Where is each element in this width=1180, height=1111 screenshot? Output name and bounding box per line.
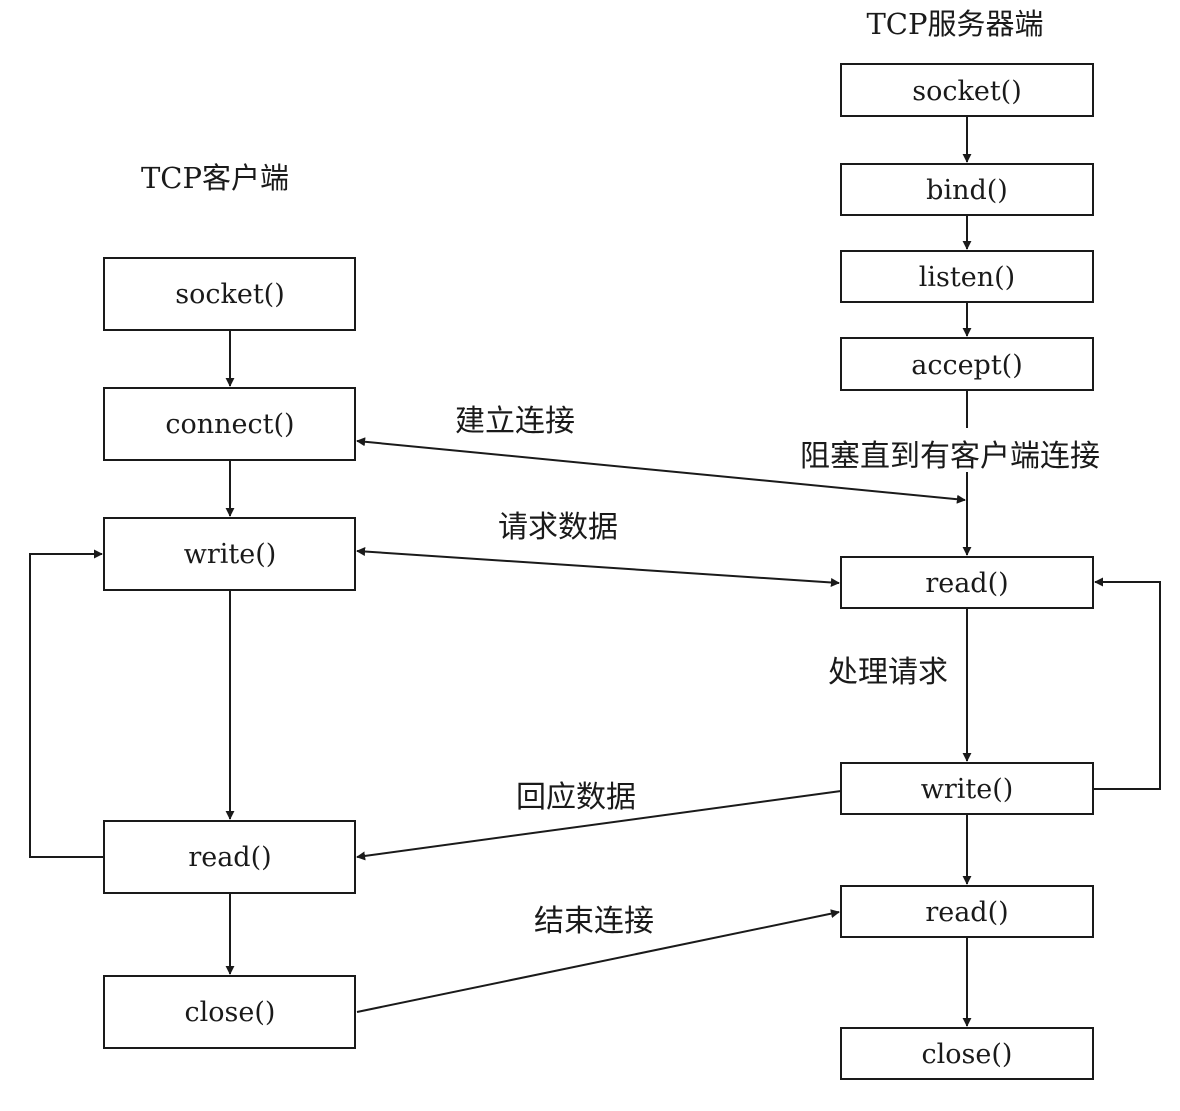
server-close-box: close() (840, 1027, 1094, 1080)
annotation-block: 阻塞直到有客户端连接 (800, 439, 1100, 474)
server-listen-box: listen() (840, 250, 1094, 303)
annotation-end: 结束连接 (534, 904, 654, 939)
client-connect-box: connect() (103, 387, 356, 461)
arrow-request-data (356, 547, 840, 587)
server-read-box: read() (840, 556, 1094, 609)
server-read2-box: read() (840, 885, 1094, 938)
server-bind-box: bind() (840, 163, 1094, 216)
client-write-box: write() (103, 517, 356, 591)
client-close-label: close() (185, 997, 276, 1028)
server-accept-box: accept() (840, 337, 1094, 391)
server-socket-label: socket() (912, 76, 1022, 107)
client-read-box: read() (103, 820, 356, 894)
client-socket-label: socket() (175, 279, 285, 310)
server-bind-label: bind() (926, 175, 1008, 206)
arrow-end-connection (356, 909, 840, 1013)
annotation-reply: 回应数据 (516, 780, 636, 815)
arrow-server-loop (1093, 577, 1161, 790)
server-listen-label: listen() (919, 262, 1015, 293)
server-write-box: write() (840, 762, 1094, 815)
arrow-establish-connection (356, 437, 966, 504)
server-close-label: close() (922, 1039, 1013, 1070)
arrow-client-loop (29, 549, 104, 858)
client-socket-box: socket() (103, 257, 356, 331)
server-socket-box: socket() (840, 63, 1094, 117)
arrow-reply-data (356, 790, 842, 861)
server-title: TCP服务器端 (866, 7, 1043, 41)
annotation-establish: 建立连接 (455, 404, 575, 439)
client-connect-label: connect() (165, 409, 294, 440)
server-read-label: read() (925, 568, 1008, 599)
client-title: TCP客户端 (141, 161, 289, 195)
client-close-box: close() (103, 975, 356, 1049)
server-read2-label: read() (925, 897, 1008, 928)
server-accept-label: accept() (911, 350, 1023, 381)
annotation-process: 处理请求 (828, 655, 948, 690)
annotation-request: 请求数据 (498, 510, 618, 545)
server-write-label: write() (921, 774, 1014, 805)
client-write-label: write() (184, 539, 277, 570)
client-read-label: read() (188, 842, 271, 873)
